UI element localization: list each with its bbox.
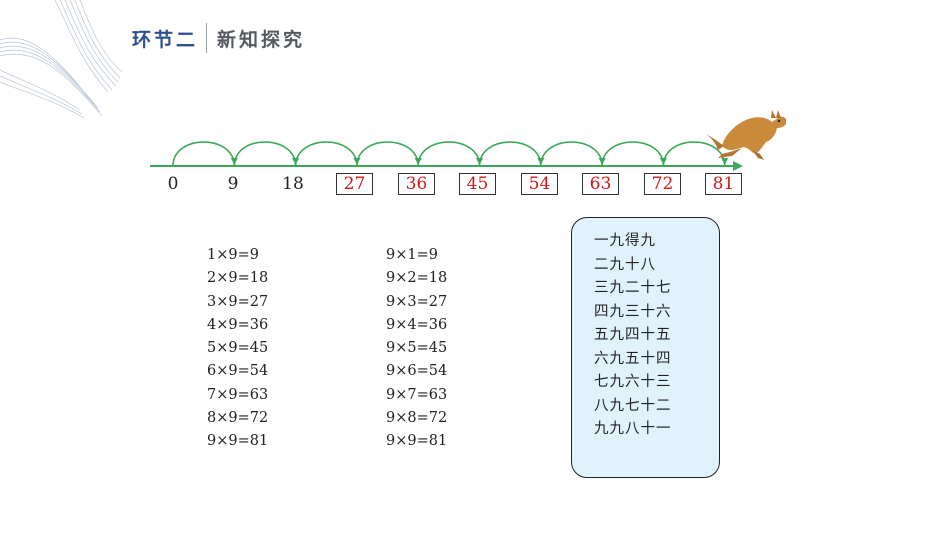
jump-arc <box>294 141 358 167</box>
page-header: 环节二 新知探究 <box>132 23 306 53</box>
number-line <box>150 110 786 171</box>
equation-row: 7×9=63 <box>207 386 269 403</box>
jump-arc <box>233 141 297 167</box>
decorative-wave-lines <box>0 0 123 119</box>
rhyme-line: 三九二十七 <box>594 280 672 296</box>
rhyme-line: 六九五十四 <box>594 350 672 367</box>
rhyme-line: 七九六十三 <box>594 374 672 390</box>
jump-arcs <box>172 141 729 167</box>
rhyme-line: 一九得九 <box>594 233 656 249</box>
equations-right: 9×1=9 9×2=18 9×3=27 9×4=36 9×5=45 9×6=54… <box>386 244 447 454</box>
jump-arc-arrowhead <box>721 158 729 165</box>
equation-row: 9×3=27 <box>386 293 448 310</box>
jump-arc <box>172 141 236 167</box>
tick-label-18: 18 <box>282 174 304 194</box>
equation-row: 9×7=63 <box>386 386 448 403</box>
number-line-arrowhead <box>733 161 743 171</box>
jump-arc <box>662 141 726 167</box>
section-label: 环节二 <box>132 28 199 51</box>
rhyme-line: 四九三十六 <box>594 303 672 320</box>
answer-box-27: 27 <box>336 173 373 195</box>
header-divider <box>206 23 208 53</box>
answer-box-63: 63 <box>582 173 619 195</box>
equation-row: 1×9=9 <box>207 247 259 263</box>
jump-arc <box>478 141 542 167</box>
jump-arc <box>601 141 665 167</box>
rhyme-line: 五九四十五 <box>594 327 672 343</box>
section-title: 新知探究 <box>217 28 306 51</box>
equation-row: 9×8=72 <box>386 410 448 427</box>
equation-row: 5×9=45 <box>207 340 269 357</box>
jump-arc <box>417 141 481 167</box>
kangaroo-icon <box>706 110 786 160</box>
equation-row: 2×9=18 <box>207 270 269 287</box>
equation-row: 9×6=54 <box>386 363 448 380</box>
equation-row: 9×5=45 <box>386 340 448 357</box>
answer-box-72: 72 <box>644 173 681 195</box>
jump-arc <box>356 141 419 167</box>
tick-label-9: 9 <box>227 174 239 194</box>
rhyme-line: 八九七十二 <box>594 397 672 414</box>
answer-box-36: 36 <box>398 173 435 195</box>
equation-row: 9×9=81 <box>207 433 269 450</box>
answer-box-81: 81 <box>705 173 742 195</box>
equation-row: 6×9=54 <box>207 363 269 380</box>
equations-left: 1×9=9 2×9=18 3×9=27 4×9=36 5×9=45 6×9=54… <box>207 244 268 454</box>
multiplication-rhyme-box: 一九得九 二九十八 三九二十七 四九三十六 五九四十五 六九五十四 七九六十三 … <box>571 217 720 478</box>
equation-row: 3×9=27 <box>207 293 269 310</box>
equation-row: 8×9=72 <box>207 410 269 427</box>
equation-row: 9×1=9 <box>386 247 438 263</box>
equation-row: 4×9=36 <box>207 316 269 333</box>
equation-row: 9×9=81 <box>386 433 448 450</box>
tick-label-0: 0 <box>167 174 179 194</box>
answer-box-54: 54 <box>521 173 558 195</box>
jump-arc <box>540 141 603 167</box>
equation-row: 9×4=36 <box>386 316 448 333</box>
rhyme-line: 二九十八 <box>594 256 656 273</box>
equation-row: 9×2=18 <box>386 270 448 287</box>
rhyme-line: 九九八十一 <box>594 421 672 437</box>
answer-box-45: 45 <box>459 173 496 195</box>
